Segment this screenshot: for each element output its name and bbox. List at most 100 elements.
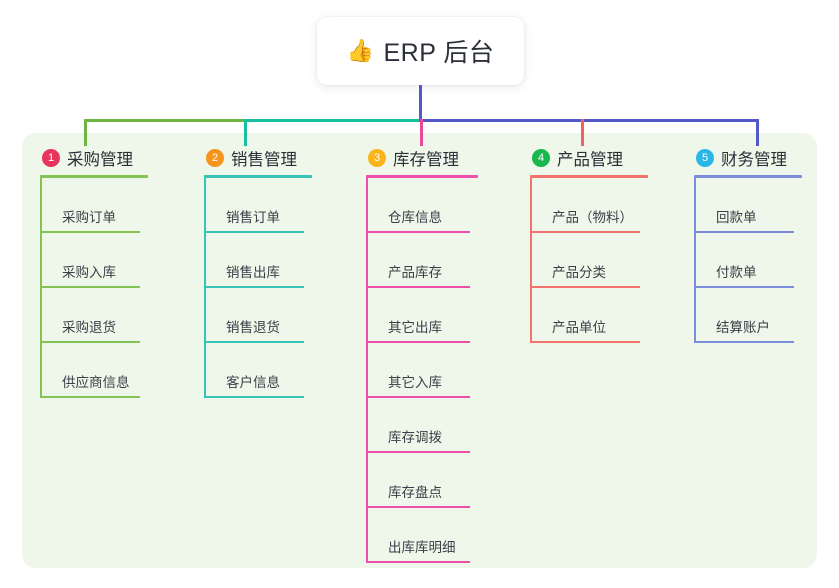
item-label: 其它入库: [388, 375, 442, 390]
column-title: 销售管理: [231, 151, 297, 169]
item-label: 产品分类: [552, 265, 606, 280]
item-spine: [366, 398, 368, 453]
column-number-badge: 2: [206, 149, 224, 167]
connector-bar-teal: [244, 119, 422, 122]
list-item[interactable]: 付款单: [694, 233, 802, 288]
list-item[interactable]: 产品库存: [366, 233, 478, 288]
list-item[interactable]: 回款单: [694, 178, 802, 233]
item-label: 客户信息: [226, 375, 280, 390]
item-underline: [366, 561, 470, 563]
column-underline: [694, 175, 802, 178]
column-title: 财务管理: [721, 151, 787, 169]
item-underline: [40, 396, 140, 398]
item-underline: [366, 451, 470, 453]
list-item[interactable]: 采购订单: [40, 178, 148, 233]
item-underline: [40, 286, 140, 288]
item-underline: [694, 231, 794, 233]
item-label: 销售订单: [226, 210, 280, 225]
list-item[interactable]: 销售退货: [204, 288, 312, 343]
list-item[interactable]: 采购退货: [40, 288, 148, 343]
root-node-card[interactable]: 👍 ERP 后台: [317, 17, 524, 85]
item-label: 付款单: [716, 265, 757, 280]
item-label: 库存调拨: [388, 430, 442, 445]
item-underline: [530, 231, 640, 233]
item-spine: [40, 343, 42, 398]
item-underline: [204, 231, 304, 233]
column-header-finance[interactable]: 5 财务管理: [694, 146, 802, 170]
drop-col-1: [84, 119, 87, 146]
item-underline: [204, 396, 304, 398]
column-items-finance: 回款单付款单结算账户: [694, 178, 802, 343]
item-label: 采购订单: [62, 210, 116, 225]
connector-bar-green: [84, 119, 247, 122]
item-spine: [40, 288, 42, 343]
item-spine: [366, 453, 368, 508]
item-underline: [530, 286, 640, 288]
item-spine: [694, 233, 696, 288]
item-underline: [204, 341, 304, 343]
column-underline: [530, 175, 648, 178]
item-label: 销售退货: [226, 320, 280, 335]
item-label: 回款单: [716, 210, 757, 225]
item-spine: [530, 178, 532, 233]
item-spine: [204, 343, 206, 398]
list-item[interactable]: 其它入库: [366, 343, 478, 398]
list-item[interactable]: 库存调拨: [366, 398, 478, 453]
drop-col-3: [420, 119, 423, 146]
item-spine: [366, 343, 368, 398]
item-spine: [694, 288, 696, 343]
column-items-product: 产品（物料） 产品分类产品单位: [530, 178, 648, 343]
list-item[interactable]: 其它出库: [366, 288, 478, 343]
item-underline: [366, 396, 470, 398]
list-item[interactable]: 供应商信息: [40, 343, 148, 398]
item-label: 仓库信息: [388, 210, 442, 225]
column-title: 产品管理: [557, 151, 623, 169]
content-panel: [22, 133, 817, 568]
column-sales: 2 销售管理销售订单销售出库销售退货客户信息: [204, 146, 312, 398]
list-item[interactable]: 销售订单: [204, 178, 312, 233]
item-underline: [366, 341, 470, 343]
column-finance: 5 财务管理回款单付款单结算账户: [694, 146, 802, 343]
item-underline: [40, 231, 140, 233]
drop-col-4: [581, 119, 584, 146]
column-header-sales[interactable]: 2 销售管理: [204, 146, 312, 170]
column-header-inventory[interactable]: 3 库存管理: [366, 146, 478, 170]
list-item[interactable]: 销售出库: [204, 233, 312, 288]
list-item[interactable]: 采购入库: [40, 233, 148, 288]
list-item[interactable]: 产品单位: [530, 288, 648, 343]
item-underline: [366, 286, 470, 288]
list-item[interactable]: 产品分类: [530, 233, 648, 288]
item-spine: [366, 178, 368, 233]
item-label: 产品库存: [388, 265, 442, 280]
item-label: 采购入库: [62, 265, 116, 280]
item-label: 其它出库: [388, 320, 442, 335]
item-spine: [204, 233, 206, 288]
item-spine: [694, 178, 696, 233]
column-underline: [40, 175, 148, 178]
list-item[interactable]: 仓库信息: [366, 178, 478, 233]
column-number-badge: 5: [696, 149, 714, 167]
list-item[interactable]: 客户信息: [204, 343, 312, 398]
item-underline: [40, 341, 140, 343]
list-item[interactable]: 出库库明细: [366, 508, 478, 563]
item-underline: [204, 286, 304, 288]
item-underline: [530, 341, 640, 343]
list-item[interactable]: 库存盘点: [366, 453, 478, 508]
connector-bar-indigo: [419, 119, 759, 122]
item-underline: [694, 286, 794, 288]
item-label: 产品单位: [552, 320, 606, 335]
item-underline: [366, 231, 470, 233]
root-title-text: ERP 后台: [383, 39, 495, 67]
item-underline: [694, 341, 794, 343]
column-title: 库存管理: [393, 151, 459, 169]
column-underline: [366, 175, 478, 178]
list-item[interactable]: 结算账户: [694, 288, 802, 343]
list-item[interactable]: 产品（物料）: [530, 178, 648, 233]
root-stem: [419, 85, 422, 122]
column-number-badge: 3: [368, 149, 386, 167]
column-items-sales: 销售订单销售出库销售退货客户信息: [204, 178, 312, 398]
